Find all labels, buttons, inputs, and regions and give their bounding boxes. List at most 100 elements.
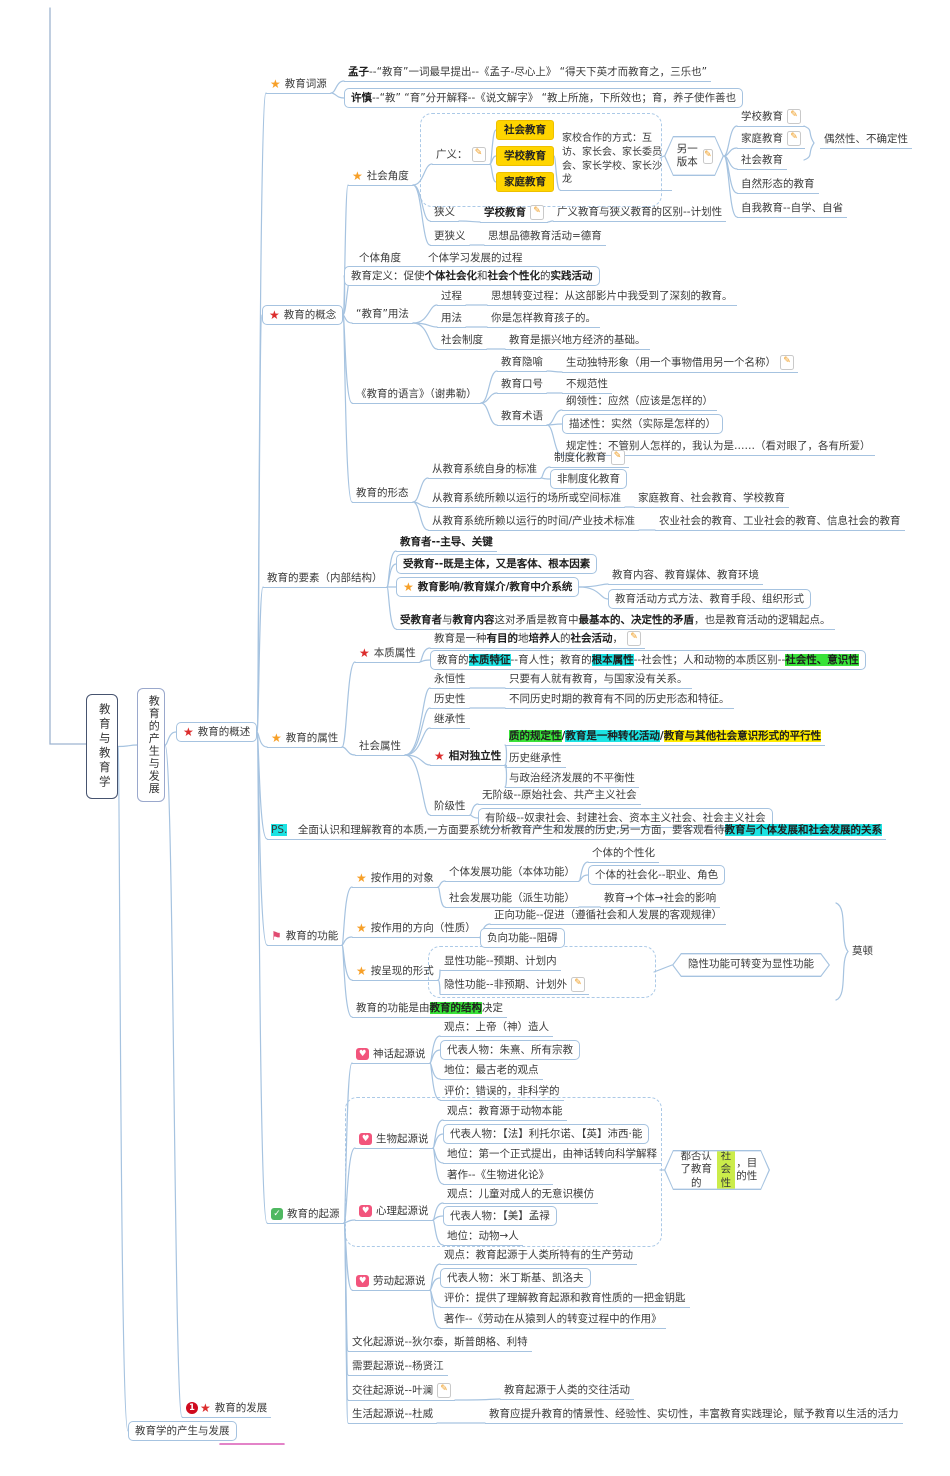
ziran-xingtai[interactable]: 自然形态的教育 <box>737 176 819 195</box>
an-duixiang[interactable]: ★按作用的对象 <box>352 870 438 889</box>
zhiduhua[interactable]: 制度化教育✎ <box>550 449 629 468</box>
laodong-pingjia[interactable]: 评价：提供了理解教育起源和教育性质的一把金钥匙 <box>440 1290 690 1309</box>
shehui-jiaoyu-1[interactable]: 社会教育 <box>496 120 554 141</box>
shehui-yingxiang-li[interactable]: 教育→个体→社会的影响 <box>600 890 721 909</box>
gongneng-jiegou[interactable]: 教育的功能是由教育的结构决定 <box>352 1000 507 1019</box>
guangyi[interactable]: 广义：✎ <box>432 146 490 165</box>
shengwu[interactable]: ♥生物起源说 <box>355 1131 433 1150</box>
shenhua-pingjia[interactable]: 评价：错误的，非科学的 <box>440 1083 564 1102</box>
yaosu[interactable]: 教育的要素（内部结构） <box>263 570 387 589</box>
yongfa-li[interactable]: 你是怎样教育孩子的。 <box>487 310 600 329</box>
jiaoyuzhe[interactable]: 教育者--主导、关键 <box>396 534 497 553</box>
wu-jieji[interactable]: 无阶级--原始社会、共产主义社会 <box>478 787 641 806</box>
note-icon[interactable]: ✎ <box>530 205 544 220</box>
kouhao[interactable]: 教育口号 <box>497 376 547 395</box>
xuyao[interactable]: 需要起源说--杨贤江 <box>348 1358 448 1377</box>
modun[interactable]: 莫顿 <box>850 943 875 959</box>
geng-xiayi[interactable]: 更狭义 <box>430 228 470 247</box>
jiaoyu-yongfa[interactable]: “教育”用法 <box>352 306 413 325</box>
shengwu-guandian[interactable]: 观点：教育源于动物本能 <box>443 1103 567 1122</box>
jiaoyu-de-yuyan[interactable]: 《教育的语言》（谢弗勒） <box>352 386 481 405</box>
mengzi[interactable]: 孟子--“教育”一词最早提出--《孟子-尽心上》 “得天下英才而教育之，三乐也” <box>344 64 712 83</box>
shenhua-guandian[interactable]: 观点：上帝（神）造人 <box>440 1019 553 1038</box>
lishi-jicheng[interactable]: 历史继承性 <box>505 750 566 769</box>
yinyu[interactable]: 教育隐喻 <box>497 354 547 373</box>
jieji[interactable]: 阶级性 <box>430 798 470 817</box>
note-icon[interactable]: ✎ <box>780 355 794 370</box>
benzhi-shuxing[interactable]: ★本质属性 <box>355 645 420 664</box>
wenhua[interactable]: 文化起源说--狄尔泰，斯普朗格、利特 <box>348 1334 532 1353</box>
biaozhun-1[interactable]: 从教育系统自身的标准 <box>428 461 541 480</box>
jiaoyu-dingyi[interactable]: 教育定义：促使个体社会化和社会个性化的实践活动 <box>344 266 600 287</box>
note-icon[interactable]: ✎ <box>787 109 801 124</box>
note-icon[interactable]: ✎ <box>703 149 713 164</box>
shenhua-renwu[interactable]: 代表人物：朱熹、所有宗教 <box>440 1040 580 1061</box>
note-icon[interactable]: ✎ <box>787 131 801 146</box>
laodong-zhuzuo[interactable]: 著作--《劳动在从猿到人的转变过程中的作用》 <box>440 1311 666 1330</box>
guangyi-xiayi-qubie[interactable]: 广义教育与狭义教育的区别--计划性 <box>553 204 727 223</box>
jiaowang[interactable]: 交往起源说--叶澜✎ <box>348 1382 456 1401</box>
yinyu-li[interactable]: 生动独特形象（用一个事物借用另一个名称）✎ <box>562 354 798 373</box>
xinli-guandian[interactable]: 观点：儿童对成人的无意识模仿 <box>443 1186 598 1205</box>
ziwo-jiaoyu[interactable]: 自我教育--自学、自省 <box>737 200 848 219</box>
shenhua[interactable]: ♥神话起源说 <box>352 1046 430 1065</box>
shehui-gongneng[interactable]: 社会发展功能（派生功能） <box>445 890 579 909</box>
jiaxiao-hezuo[interactable]: 家校合作的方式：互访、家长会、家长委员会、家长学校、家长沙龙 <box>560 132 672 192</box>
jiaoyu-xingtai[interactable]: 教育的形态 <box>352 485 413 504</box>
jicheng[interactable]: 继承性 <box>430 711 470 730</box>
shenhua-diwei[interactable]: 地位：最古老的观点 <box>440 1062 543 1081</box>
jiaowang-li[interactable]: 教育起源于人类的交往活动 <box>500 1382 634 1401</box>
benzhi-2[interactable]: 教育的本质特征--育人性；教育的根本属性--社会性；人和动物的本质区别--社会性… <box>430 650 866 671</box>
jiaoyu-huodong[interactable]: 教育活动方式方法、教育手段、组织形式 <box>608 589 811 610</box>
jiating-jiaoyu-1[interactable]: 家庭教育 <box>496 172 554 193</box>
xuexiao-jiaoyu-1[interactable]: 学校教育 <box>496 146 554 167</box>
an-xingshi[interactable]: ★按呈现的形式 <box>352 963 438 982</box>
shehui-zhidu-li[interactable]: 教育是振兴地方经济的基础。 <box>505 332 650 351</box>
shuxing[interactable]: ★教育的属性 <box>267 730 343 749</box>
fuxiang[interactable]: 负向功能--阻碍 <box>480 928 565 949</box>
bu-pingheng[interactable]: 与政治经济发展的不平衡性 <box>505 770 639 789</box>
yinxing-zhuanbian[interactable]: 隐性功能可转变为显性功能 <box>672 953 830 977</box>
an-fangxiang[interactable]: ★按作用的方向（性质） <box>352 920 480 939</box>
ps[interactable]: PS. 全面认识和理解教育的本质,一方面要系统分析教育产生和发展的历史,另一方面… <box>267 822 887 841</box>
xiayi[interactable]: 狭义 <box>430 204 459 223</box>
note-icon[interactable]: ✎ <box>571 977 586 992</box>
you-jieji[interactable]: 有阶级--奴隶社会、封建社会、资本主义社会、社会主义社会 <box>478 808 773 829</box>
biaozhun-2[interactable]: 从教育系统所赖以运行的场所或空间标准 <box>428 490 625 509</box>
guiding[interactable]: 规定性：不管别人怎样的，我认为是……（看对眼了，各有所爱） <box>562 438 875 457</box>
yongheng-li[interactable]: 只要有人就有教育，与国家没有关系。 <box>505 671 692 690</box>
fouren-callout[interactable]: 都否认了教育的社会性，目的性 <box>664 1150 770 1190</box>
shehui-jiaodu[interactable]: ★社会角度 <box>348 168 413 187</box>
note-icon[interactable]: ✎ <box>610 450 625 465</box>
jiating-jiaoyu-2[interactable]: 家庭教育✎ <box>737 130 805 149</box>
lingyi-banben[interactable]: 另一版本✎ <box>664 136 724 176</box>
gaishu[interactable]: ★教育的概述 <box>176 722 258 743</box>
biaozhun-3[interactable]: 从教育系统所赖以运行的时间/产业技术标准 <box>428 513 640 532</box>
zhengxiang[interactable]: 正向功能--促进（遵循社会和人发展的客观规律） <box>490 907 727 926</box>
zhide-guiding[interactable]: 质的规定性/教育是一种转化活动/教育与其他社会意识形式的平行性 <box>505 728 826 747</box>
lishi[interactable]: 历史性 <box>430 691 470 710</box>
shehui-zhidu[interactable]: 社会制度 <box>437 332 487 351</box>
gexinghua[interactable]: 个体的个性化 <box>588 845 659 864</box>
changsuo-lei[interactable]: 家庭教育、社会教育、学校教育 <box>634 490 789 509</box>
ciyuan[interactable]: ★教育词源 <box>266 76 331 95</box>
miaoshu[interactable]: 描述性：实然（实际是怎样的） <box>562 414 723 435</box>
qiyuan[interactable]: ✓教育的起源 <box>267 1206 344 1225</box>
xushen[interactable]: 许慎--“教” “育”分开解释--《说文解字》 “教上所施，下所效也；育，养子使… <box>344 88 744 109</box>
shuyu[interactable]: 教育术语 <box>497 408 547 427</box>
fei-zhiduhua[interactable]: 非制度化教育 <box>550 469 627 490</box>
shijian-lei[interactable]: 农业社会的教育、工业社会的教育、信息社会的教育 <box>655 513 905 532</box>
laodong-guandian[interactable]: 观点：教育起源于人类所特有的生产劳动 <box>440 1247 637 1266</box>
jiaoyu-fazhan[interactable]: 1★教育的发展 <box>182 1400 272 1419</box>
xuexiao-jiaoyu-2[interactable]: 学校教育✎ <box>737 108 805 127</box>
yongheng[interactable]: 永恒性 <box>430 671 470 690</box>
yinxing[interactable]: 隐性功能--非预期、计划外✎ <box>440 976 590 995</box>
geti-gongneng[interactable]: 个体发展功能（本体功能） <box>445 864 579 883</box>
root[interactable]: 教育与教育学 <box>86 694 118 799</box>
xianxing[interactable]: 显性功能--预期、计划内 <box>440 953 561 972</box>
xinli-renwu[interactable]: 代表人物：【美】孟禄 <box>443 1206 557 1227</box>
guocheng[interactable]: 过程 <box>437 288 466 307</box>
laodong-renwu[interactable]: 代表人物：米丁斯基、凯洛夫 <box>440 1268 591 1289</box>
gainian[interactable]: ★教育的概念 <box>262 305 344 326</box>
chansheng-fazhan[interactable]: 教育的产生与发展 <box>137 688 166 802</box>
